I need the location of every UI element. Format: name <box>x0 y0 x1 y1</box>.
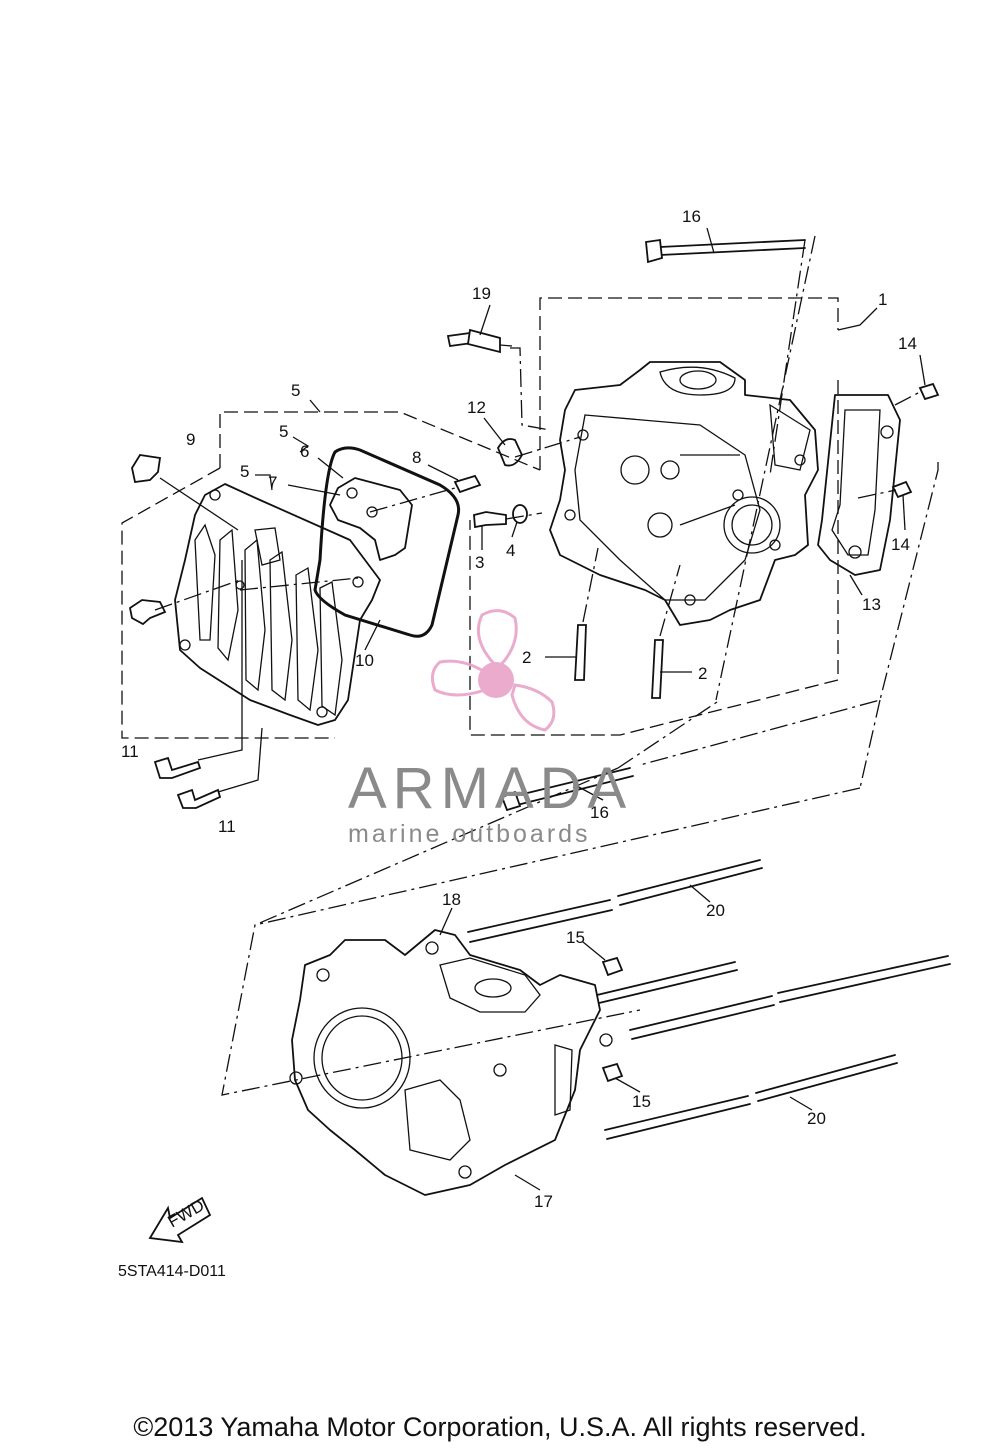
callout-2-b: 2 <box>698 664 707 683</box>
cylinder-head-cover <box>174 483 381 726</box>
armada-tagline: marine outboards <box>348 820 591 848</box>
dowel-pin-15a <box>601 956 624 977</box>
bolt-11a <box>153 756 202 779</box>
dowel-pin-14b <box>891 480 913 499</box>
cylinder-head <box>549 361 819 626</box>
head-bolt-16a <box>645 238 806 264</box>
callout-11-b: 11 <box>218 817 236 836</box>
diagram-code: 5STA414-D011 <box>118 1263 226 1280</box>
callout-20-top: 20 <box>706 901 725 920</box>
callout-6: 6 <box>300 442 309 461</box>
bolt-8 <box>453 474 482 494</box>
callout-18: 18 <box>442 890 461 909</box>
bolt-3 <box>473 511 507 529</box>
cylinder-head-cover-group <box>121 411 541 739</box>
dowel-pin-15b <box>601 1062 624 1083</box>
armada-watermark: ARMADA marine outboards <box>348 609 632 848</box>
callout-5-c: 5 <box>240 462 249 481</box>
callout-1: 1 <box>878 290 887 309</box>
copyright-notice: ©2013 Yamaha Motor Corporation, U.S.A. A… <box>133 1412 867 1442</box>
breather-plate <box>329 477 413 561</box>
breather-fitting <box>128 599 167 626</box>
callout-10: 10 <box>355 651 374 670</box>
callout-7: 7 <box>268 473 277 492</box>
stud-2b <box>651 639 664 699</box>
stud-2a <box>574 624 587 681</box>
assembly-lines-lower <box>221 699 881 1096</box>
callout-20-bottom: 20 <box>807 1109 826 1128</box>
cylinder-block <box>289 929 613 1196</box>
callout-5-b: 5 <box>279 422 288 441</box>
callout-19: 19 <box>472 284 491 303</box>
bolt-11b <box>176 788 222 809</box>
callout-leaders <box>255 227 926 1191</box>
callout-16-top: 16 <box>682 207 701 226</box>
callout-2-a: 2 <box>522 648 531 667</box>
callout-15-top: 15 <box>566 928 585 947</box>
head-gasket <box>817 394 901 576</box>
clip-9 <box>131 454 162 484</box>
washer-4 <box>512 504 528 524</box>
cylinder-head-group <box>469 297 839 736</box>
callout-labels: 16 1 19 14 12 5 9 5 6 8 5 7 3 4 14 13 2 … <box>121 207 917 1211</box>
callout-4: 4 <box>506 541 515 560</box>
armada-name: ARMADA <box>348 756 632 821</box>
callout-14-bottom: 14 <box>891 535 910 554</box>
armada-logo-icon <box>430 609 556 732</box>
spark-plug <box>446 328 513 354</box>
studs-20 <box>467 859 951 1140</box>
callout-5-a: 5 <box>291 381 300 400</box>
callout-9: 9 <box>186 430 195 449</box>
callout-12: 12 <box>467 398 486 417</box>
head-bolt-16b <box>500 767 634 812</box>
callout-16-bottom: 16 <box>590 803 609 822</box>
callout-11-a: 11 <box>121 742 139 761</box>
assembly-lines-upper <box>505 235 939 769</box>
cover-gasket <box>313 446 461 638</box>
callout-3: 3 <box>475 553 484 572</box>
dowel-pin-14a <box>918 382 940 401</box>
callout-15-bottom: 15 <box>632 1092 651 1111</box>
callout-13: 13 <box>862 595 881 614</box>
callout-17: 17 <box>534 1192 553 1211</box>
fwd-arrow-icon: FWD <box>148 1196 212 1244</box>
callout-8: 8 <box>412 448 421 467</box>
callout-14-top: 14 <box>898 334 917 353</box>
assembly-lines-cover <box>154 477 456 793</box>
